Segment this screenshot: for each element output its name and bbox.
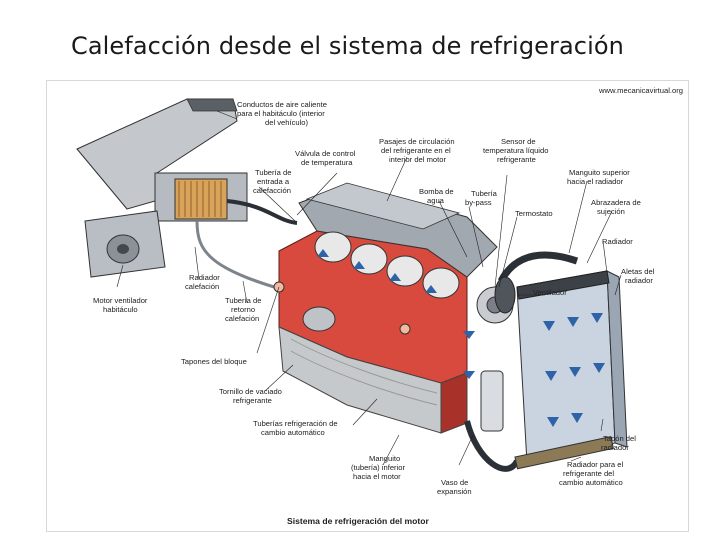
label-abrazadera: Abrazadera de sujeción (591, 198, 643, 216)
label-vaso: Vaso de expansión (437, 478, 472, 496)
heater-inlet-hose (226, 199, 298, 225)
expansion-tank (480, 370, 504, 432)
label-radiador-calefaccion: Radiador calefación (185, 273, 222, 291)
label-tuberia-retorno: Tubería de retorno calefación (225, 296, 264, 323)
label-tornillo: Tornillo de vaciado refrigerante (219, 387, 284, 405)
diagram-frame: www.mecanicavirtual.org (46, 80, 689, 532)
heater-core (174, 178, 228, 220)
radiator-flow-arrows (543, 313, 605, 427)
coolant-flow-arrows (317, 249, 475, 379)
upper-radiator-hose (497, 251, 579, 283)
starter-motor (302, 306, 336, 332)
label-termostato: Termostato (515, 209, 553, 218)
label-manguito-inferior: Manguito (tubería) inferior hacia el mot… (351, 454, 407, 481)
cooling-system-diagram: www.mecanicavirtual.org (76, 86, 683, 526)
label-tapones: Tapones del bloque (181, 357, 247, 366)
label-manguito-superior: Manguito superior hacia el radiador (567, 168, 632, 186)
label-ventilador: Ventilador (533, 288, 567, 297)
label-radiador-cambio: Radiador para el refrigerante del cambio… (559, 460, 625, 487)
diagram-caption: Sistema de refrigeración del motor (287, 516, 429, 526)
blower-motor (84, 210, 166, 278)
label-tapon-radiador: Tapón del radiador (601, 434, 638, 452)
label-bomba: Bomba de agua (419, 187, 456, 205)
label-pasajes: Pasajes de circulación del refrigerante … (379, 137, 457, 164)
watermark-text: www.mecanicavirtual.org (598, 86, 683, 95)
leader-lines (116, 110, 622, 466)
slide-title: Calefacción desde el sistema de refriger… (71, 32, 624, 60)
block-plugs (273, 281, 411, 335)
label-sensor: Sensor de temperatura líquido refrigeran… (483, 137, 551, 164)
radiator (516, 270, 628, 464)
lower-radiator-hose (464, 420, 520, 472)
label-bypass: Tubería by-pass (465, 189, 499, 207)
cooling-fan (494, 276, 516, 314)
label-tuberias-refrigeracion: Tuberías refrigeración de cambio automát… (253, 419, 340, 437)
transmission-cooler (514, 436, 614, 470)
label-radiador: Radiador (602, 237, 633, 246)
label-conductos: Conductos de aire caliente para el habit… (237, 100, 329, 127)
label-motor-ventilador: Motor ventilador habitáculo (93, 296, 150, 314)
label-tuberia-entrada: Tubería de entrada a calefacción (253, 168, 294, 195)
label-valvula: Válvula de control de temperatura (295, 149, 358, 167)
label-aletas: Aletas del radiador (621, 267, 656, 285)
